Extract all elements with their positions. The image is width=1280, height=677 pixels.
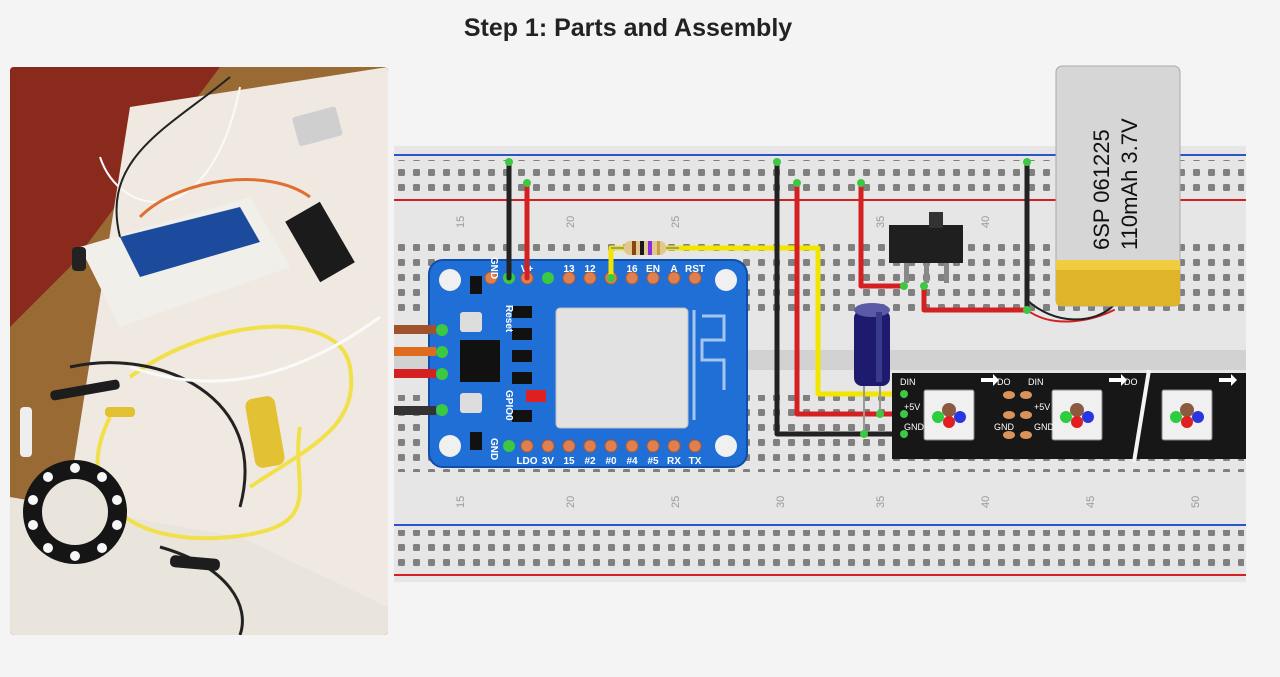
led-strip: DIN DO DIN DO +5V +5V GND GND GND [892,369,1246,463]
col-number: 25 [670,496,682,508]
pin-label-bottom: #5 [647,456,659,467]
pin-label-top: 16 [626,264,638,275]
col-number: 15 [455,216,467,228]
pin-label-top: EN [646,264,660,275]
pin-label-bottom: #4 [626,456,638,467]
col-number: 30 [775,496,787,508]
pin-label-top: 13 [563,264,575,275]
strip-label: DIN [1028,377,1044,387]
wiring-diagram: 15 20 25 35 40 15 20 25 30 35 40 45 50 [394,60,1246,590]
pin-label-bottom: TX [689,456,702,467]
col-number: 40 [980,496,992,508]
battery-label-line1: 6SP 061225 [1089,129,1114,250]
strip-label: +5V [1034,402,1050,412]
pin-label-bottom: #0 [605,456,617,467]
col-number: 50 [1190,496,1202,508]
col-number: 40 [980,216,992,228]
pin-label-top: RST [685,264,705,275]
pin-label-bottom: 15 [563,456,575,467]
col-number: 45 [1085,496,1097,508]
col-number: 35 [875,496,887,508]
pin-label-bottom: 3V [542,456,555,467]
col-number: 35 [875,216,887,228]
col-number: 20 [565,216,577,228]
pin-label-bottom: LDO [516,456,537,467]
strip-label: GND [1034,422,1055,432]
strip-label: GND [904,422,925,432]
strip-label: DO [1124,377,1138,387]
battery: 6SP 061225 110mAh 3.7V [1055,65,1181,307]
assembly-photo [10,67,388,635]
pin-label-bottom: RX [667,456,681,467]
pin-label-side: Reset [503,305,514,333]
pin-label-bottom: #2 [584,456,596,467]
resistor [611,241,679,255]
strip-label: GND [994,422,1015,432]
battery-label-line2: 110mAh 3.7V [1117,118,1142,250]
pin-label-top: GND [488,257,499,279]
pin-label-side: GND [488,438,499,460]
wiring-diagram-drawing: 15 20 25 35 40 15 20 25 30 35 40 45 50 [394,65,1246,582]
pin-label-side: GPIO0 [503,390,514,421]
slide-switch [889,212,963,283]
esp-board: GND V+ 13 12 16 EN A RST LDO 3V 15 #2 #0… [428,257,748,468]
strip-label: DIN [900,377,916,387]
col-number: 25 [670,216,682,228]
col-number: 20 [565,496,577,508]
col-number: 15 [455,496,467,508]
strip-label: +5V [904,402,920,412]
pin-label-top: 12 [584,264,596,275]
strip-label: DO [997,377,1011,387]
step-title: Step 1: Parts and Assembly [463,14,793,42]
pin-label-top: A [670,264,677,275]
assembly-photo-drawing [10,67,388,635]
capacitor [854,303,890,434]
